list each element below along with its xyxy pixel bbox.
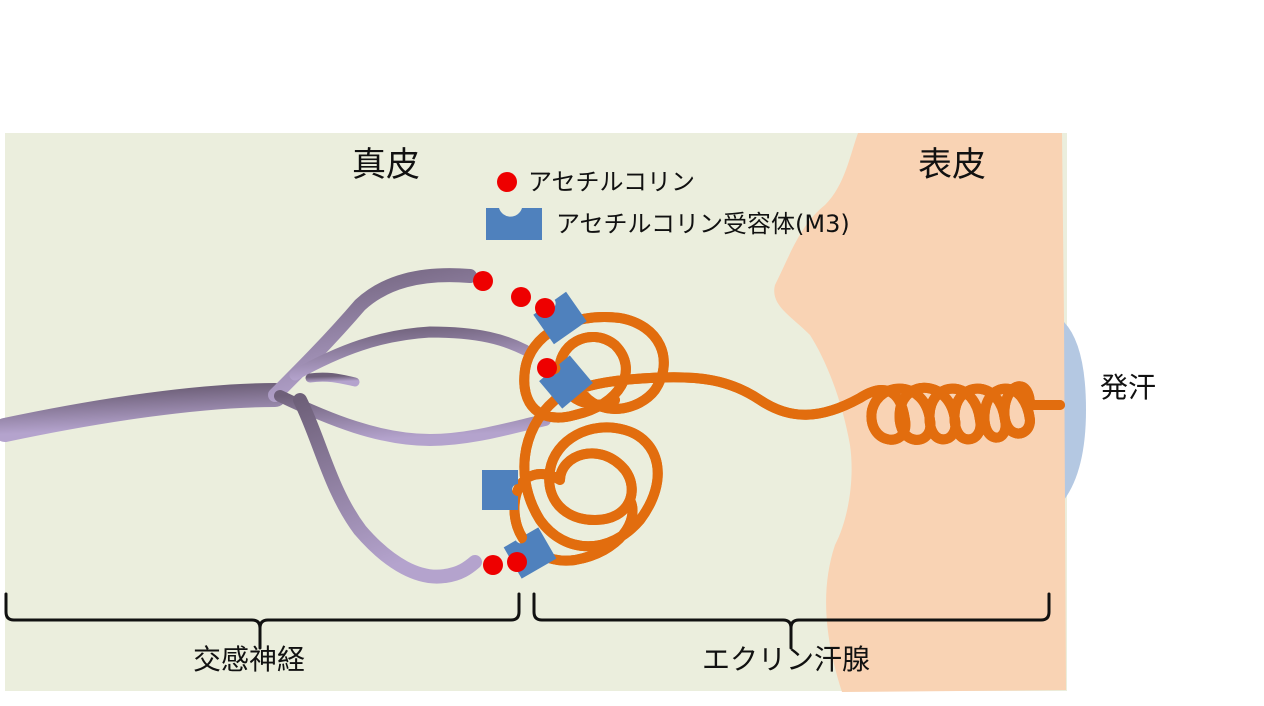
sweat-droplet <box>1064 322 1086 500</box>
braces <box>4 592 1051 650</box>
legend-acetylcholine-marker <box>497 172 517 192</box>
legend-acetylcholine-label: アセチルコリン <box>528 168 696 196</box>
acetylcholine <box>537 358 557 378</box>
brace-sympathetic-nerve <box>4 592 521 650</box>
receptor <box>533 291 587 345</box>
acetylcholine <box>511 287 531 307</box>
sympathetic-nerve-label: 交感神経 <box>193 643 306 676</box>
eccrine-gland-label: エクリン汗腺 <box>702 643 871 676</box>
dermis-label: 真皮 <box>352 145 420 185</box>
sweating-label: 発汗 <box>1100 371 1157 404</box>
legend-receptor-marker <box>486 208 542 240</box>
acetylcholine-molecules <box>473 271 557 575</box>
eccrine-gland <box>514 317 1065 561</box>
acetylcholine <box>507 552 527 572</box>
acetylcholine <box>483 555 503 575</box>
acetylcholine <box>535 298 555 318</box>
receptor <box>539 355 593 409</box>
sympathetic-nerve <box>0 268 551 584</box>
receptors <box>482 291 593 579</box>
legend-receptor-label: アセチルコリン受容体(M3) <box>556 210 850 238</box>
brace-eccrine-gland <box>532 592 1051 650</box>
epidermis-region <box>774 133 1066 692</box>
receptor <box>482 470 518 510</box>
acetylcholine <box>473 271 493 291</box>
epidermis-label: 表皮 <box>918 145 986 185</box>
